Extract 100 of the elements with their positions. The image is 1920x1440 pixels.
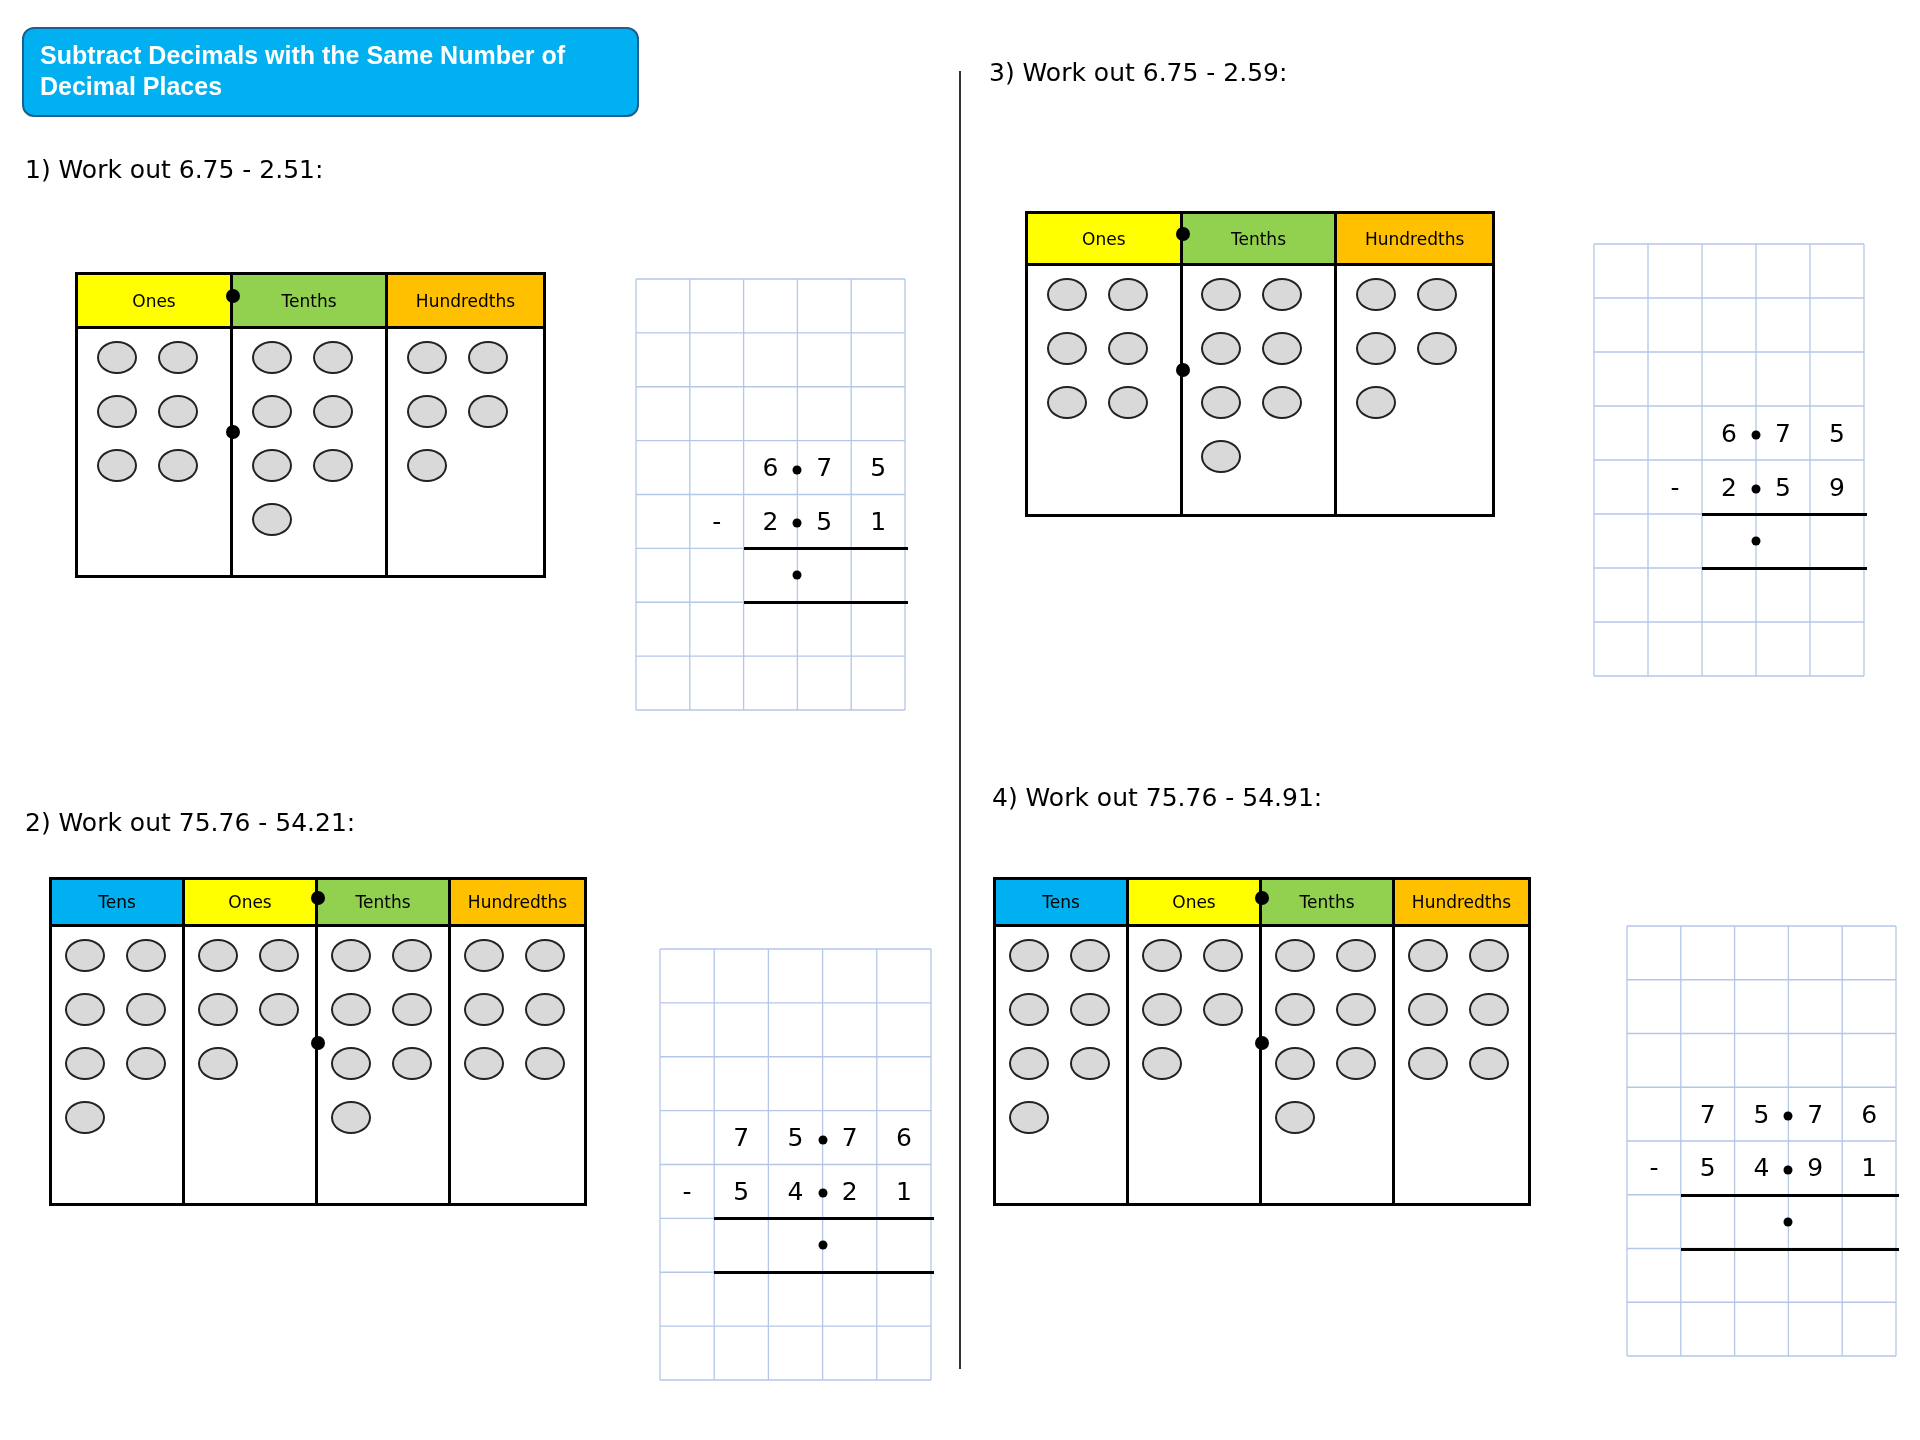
minus-sign: - — [682, 1176, 692, 1206]
counter — [1107, 386, 1148, 419]
counter — [1417, 332, 1457, 365]
counter — [1070, 1047, 1111, 1080]
digit: 2 — [841, 1176, 858, 1206]
counter — [1046, 278, 1087, 311]
counter — [126, 993, 167, 1026]
counter — [464, 1047, 505, 1080]
digit: 1 — [870, 506, 887, 536]
counter — [1070, 939, 1111, 972]
column-header: Tenths — [1262, 880, 1395, 927]
counter — [464, 939, 505, 972]
counter — [1142, 1047, 1183, 1080]
title-banner: Subtract Decimals with the Same Number of Decimal Places — [22, 27, 639, 117]
digit: 9 — [1829, 472, 1845, 502]
digit: 1 — [1861, 1153, 1878, 1183]
digit: 7 — [733, 1123, 750, 1153]
counter — [1408, 1047, 1449, 1080]
counter — [198, 993, 239, 1026]
counter — [1009, 1101, 1050, 1134]
counter — [1201, 332, 1242, 365]
counter — [1262, 278, 1303, 311]
minus-sign: - — [1670, 472, 1680, 502]
question-text: 1) Work out 6.75 - 2.51: — [25, 155, 324, 184]
counter — [331, 1101, 372, 1134]
counter — [1201, 440, 1242, 473]
place-value-chart — [993, 877, 1531, 1206]
column-header: Ones — [1129, 880, 1262, 927]
digit: 4 — [787, 1176, 804, 1206]
counter — [1275, 1047, 1316, 1080]
counter — [198, 939, 239, 972]
counter — [1469, 1047, 1510, 1080]
counter — [1262, 332, 1303, 365]
counter — [126, 939, 167, 972]
counter — [406, 395, 447, 428]
counter — [198, 1047, 239, 1080]
counter — [251, 449, 292, 482]
digit: 4 — [1753, 1153, 1770, 1183]
counter — [525, 1047, 566, 1080]
counter — [1201, 386, 1242, 419]
counter — [1469, 939, 1510, 972]
counter — [251, 503, 292, 536]
counter — [1262, 386, 1303, 419]
digit: 7 — [1775, 418, 1791, 448]
counter — [525, 993, 566, 1026]
counter — [251, 341, 292, 374]
counter — [1009, 993, 1050, 1026]
counter — [1356, 386, 1396, 419]
counter — [1046, 386, 1087, 419]
counter — [406, 449, 447, 482]
digit: 6 — [895, 1123, 912, 1153]
counter — [65, 1101, 106, 1134]
column-header: Hundredths — [1395, 880, 1528, 927]
counter — [65, 939, 106, 972]
counter — [406, 341, 447, 374]
digit: 6 — [1721, 418, 1737, 448]
counter — [65, 1047, 106, 1080]
counter — [1203, 993, 1244, 1026]
counter — [1356, 278, 1396, 311]
digit: 6 — [1861, 1099, 1878, 1129]
counter — [1142, 993, 1183, 1026]
counter — [331, 1047, 372, 1080]
digit: 9 — [1807, 1153, 1824, 1183]
counter — [1275, 1101, 1316, 1134]
place-value-chart — [75, 272, 546, 578]
counter — [259, 993, 300, 1026]
counter — [259, 939, 300, 972]
counter — [1275, 993, 1316, 1026]
column-header: Tens — [996, 880, 1129, 927]
digit: 2 — [1721, 472, 1737, 502]
counter — [1275, 939, 1316, 972]
counter — [1336, 939, 1377, 972]
counter — [1417, 278, 1457, 311]
counter — [392, 939, 433, 972]
digit: 6 — [762, 453, 779, 483]
counter — [1408, 939, 1449, 972]
counter — [1203, 939, 1244, 972]
column-header: Tenths — [318, 880, 451, 927]
counter — [96, 341, 137, 374]
counter — [1336, 1047, 1377, 1080]
counter — [392, 1047, 433, 1080]
counter — [157, 449, 198, 482]
place-value-chart — [1025, 211, 1495, 517]
digit: 5 — [1753, 1099, 1770, 1129]
column-header: Tenths — [1182, 214, 1338, 266]
digit: 7 — [816, 453, 833, 483]
column-header: Hundredths — [1337, 214, 1492, 266]
counter — [1009, 1047, 1050, 1080]
digit: 5 — [870, 453, 887, 483]
counter — [1408, 993, 1449, 1026]
counter — [1009, 939, 1050, 972]
counter — [157, 395, 198, 428]
digit: 1 — [895, 1176, 912, 1206]
digit: 5 — [1699, 1153, 1716, 1183]
counter — [65, 993, 106, 1026]
column-header: Tens — [52, 880, 185, 927]
digit: 7 — [1699, 1099, 1716, 1129]
counter — [1356, 332, 1396, 365]
place-value-chart — [49, 877, 587, 1206]
question-text: 4) Work out 75.76 - 54.91: — [992, 783, 1323, 812]
